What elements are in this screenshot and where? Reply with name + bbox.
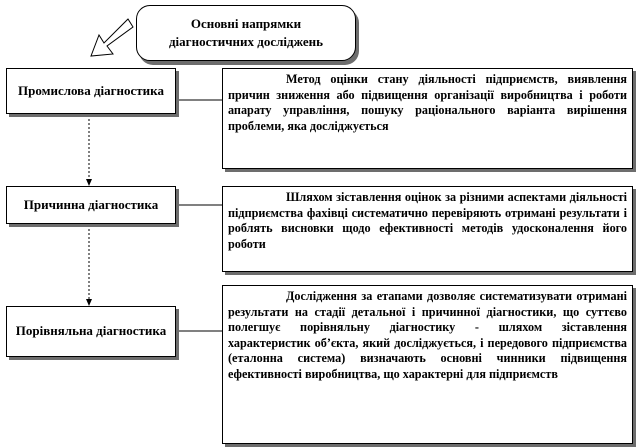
item-name-industrial: Промислова діагностика <box>6 68 176 114</box>
connector-arrow-2 <box>86 225 92 306</box>
item-name-comparative: Порівняльна діагностика <box>6 306 176 357</box>
item-name-causal: Причинна діагностика <box>6 186 176 224</box>
connector-arrow-1 <box>86 115 92 186</box>
item-description-causal: Шляхом зіставлення оцінок за різними асп… <box>222 186 633 272</box>
item-description-industrial: Метод оцінки стану діяльності підприємст… <box>222 68 633 169</box>
diagram-title: Основні напрямки діагностичних досліджен… <box>136 5 356 61</box>
title-arrow-icon <box>90 18 134 57</box>
item-description-comparative: Дослідження за етапами дозволяє системат… <box>222 285 633 444</box>
